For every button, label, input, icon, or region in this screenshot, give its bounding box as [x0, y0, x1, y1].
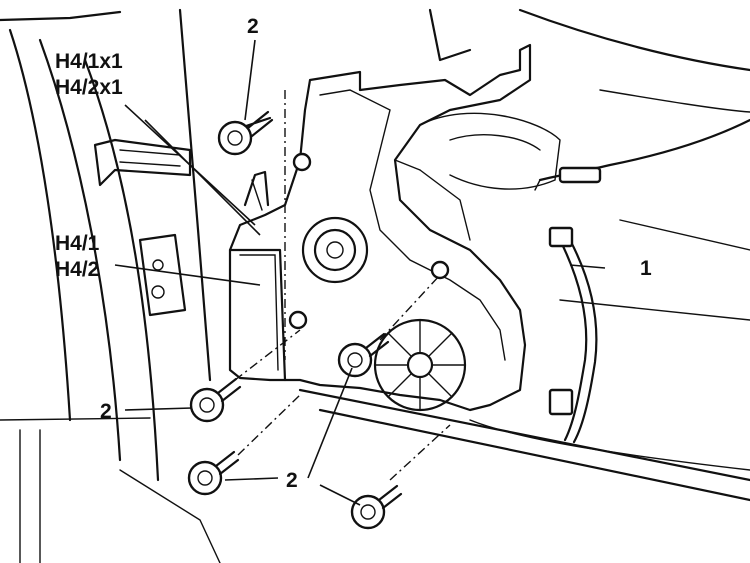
callout-part-1: 1: [640, 257, 652, 280]
callout-left-2: 2: [100, 400, 112, 423]
screw-left: [189, 377, 242, 423]
wiring-harness: [534, 118, 750, 444]
screw-mid: [337, 332, 390, 378]
screw-top: [217, 110, 274, 156]
callout-bottom-2: 2: [286, 469, 298, 492]
leader-lines: [114, 39, 606, 506]
screw-bottom-right: [350, 484, 403, 530]
screw-bottom-left: [187, 450, 240, 496]
callout-h4-2: H4/2: [55, 258, 99, 281]
assembly-axes: [234, 90, 451, 481]
callout-h4-1: H4/1: [55, 232, 100, 255]
callout-h4-2x1: H4/2x1: [55, 76, 123, 99]
latch-bracket: [93, 138, 192, 317]
window-regulator-housing: [228, 43, 561, 412]
callout-labels: 2 H4/1x1 H4/2x1 H4/1 H4/2 1 2 2: [55, 15, 652, 492]
fan-wheel: [373, 318, 467, 412]
callout-top-2: 2: [247, 15, 259, 38]
screws: [187, 110, 403, 530]
door-frame: [0, 8, 750, 563]
callout-h4-1x1: H4/1x1: [55, 50, 123, 73]
